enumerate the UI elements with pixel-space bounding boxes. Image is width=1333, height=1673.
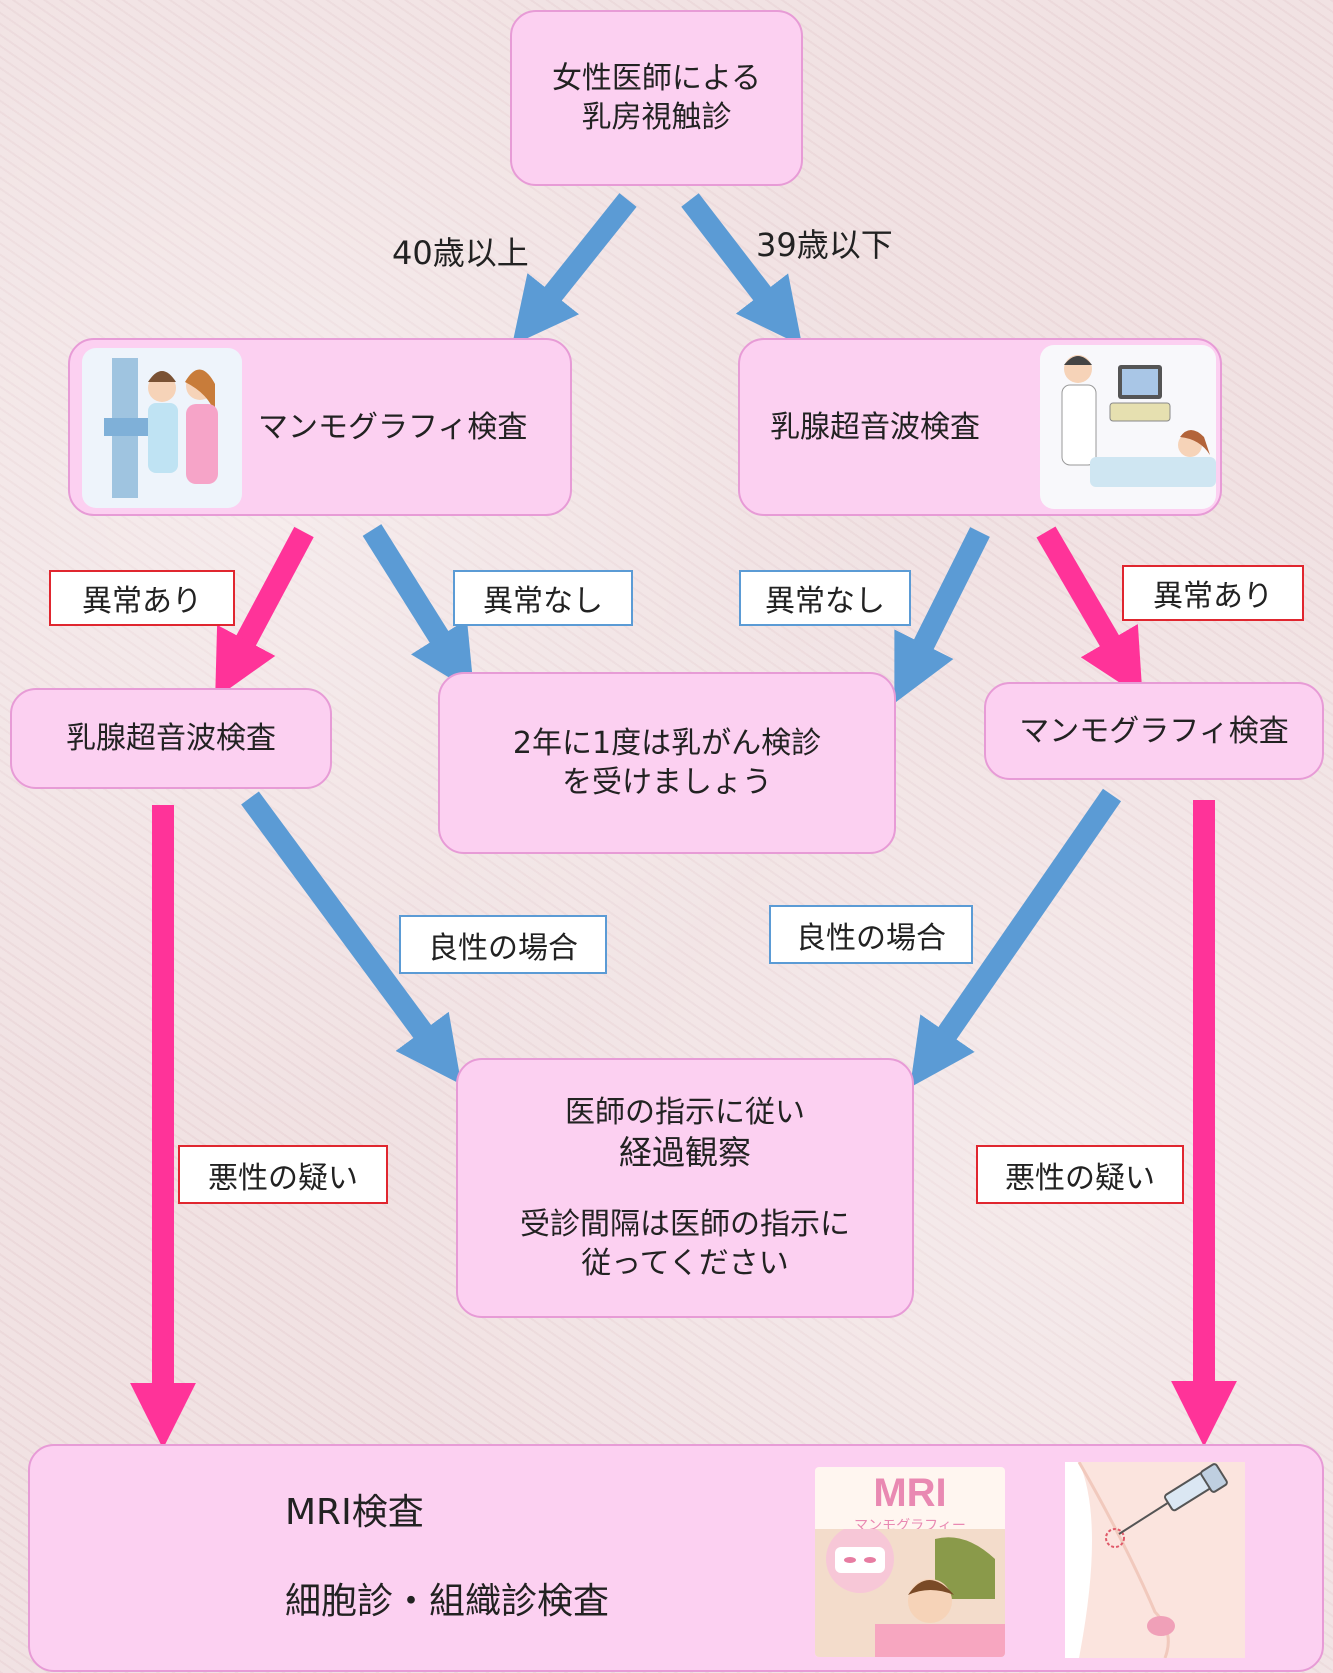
ultrasound-top-label: 乳腺超音波検査 (770, 409, 980, 445)
start-line-2: 乳房視触診 (581, 100, 732, 135)
abnormal-tag-left: 異常あり (49, 570, 235, 626)
ultrasound-left-label: 乳腺超音波検査 (66, 721, 276, 756)
arrow-mammo-to-biennial (362, 524, 475, 693)
biennial-line-1: 2年に1度は乳がん検診 (512, 726, 822, 761)
ultrasound-node-left: 乳腺超音波検査 (10, 688, 332, 789)
ultrasound-illustration (1040, 345, 1216, 509)
arrow-usleft-to-followup (241, 791, 462, 1085)
start-line-1: 女性医師による (551, 61, 762, 96)
followup-line-1: 医師の指示に従い (565, 1095, 805, 1131)
mammography-top-label: マンモグラフィ検査 (258, 409, 528, 445)
mammography-node-right: マンモグラフィ検査 (984, 682, 1324, 780)
biopsy-illustration (1065, 1462, 1245, 1658)
benign-tag-right: 良性の場合 (769, 905, 973, 964)
age-40-over-label: 40歳以上 (392, 234, 529, 272)
arrow-us-to-biennial (894, 527, 990, 704)
mri-exam-label: MRI検査 (285, 1492, 424, 1534)
normal-tag-left: 異常なし (453, 570, 633, 626)
malignant-tag-right: 悪性の疑い (976, 1145, 1184, 1204)
arrow-mammo-to-usleft (215, 526, 314, 699)
arrow-mammoright-to-followup (909, 788, 1122, 1088)
followup-line-4: 従ってください (581, 1245, 789, 1281)
followup-line-3: 受診間隔は医師の指示に (520, 1206, 850, 1242)
followup-node: 医師の指示に従い 経過観察 受診間隔は医師の指示に 従ってください (456, 1058, 914, 1318)
mri-illustration: MRI マンモグラフィー (815, 1467, 1005, 1657)
mammography-illustration (82, 348, 242, 508)
biennial-screening-node: 2年に1度は乳がん検診 を受けましょう (438, 672, 896, 854)
followup-line-2: 経過観察 (619, 1133, 751, 1173)
age-39-under-label: 39歳以下 (756, 226, 893, 264)
abnormal-tag-right: 異常あり (1122, 565, 1304, 621)
biennial-line-2: を受けましょう (562, 765, 772, 800)
normal-tag-right: 異常なし (739, 570, 911, 626)
malignant-tag-left: 悪性の疑い (178, 1145, 388, 1204)
cytology-exam-label: 細胞診・組織診検査 (285, 1581, 610, 1622)
mri-illustration-title: MRI (873, 1471, 947, 1515)
arrow-start-to-us (681, 193, 803, 346)
mammography-right-label: マンモグラフィ検査 (1019, 713, 1289, 749)
start-node: 女性医師による 乳房視触診 (510, 10, 803, 186)
arrow-start-to-mammo (512, 193, 637, 346)
benign-tag-left: 良性の場合 (399, 915, 607, 974)
arrow-us-to-mammoright (1036, 526, 1143, 698)
